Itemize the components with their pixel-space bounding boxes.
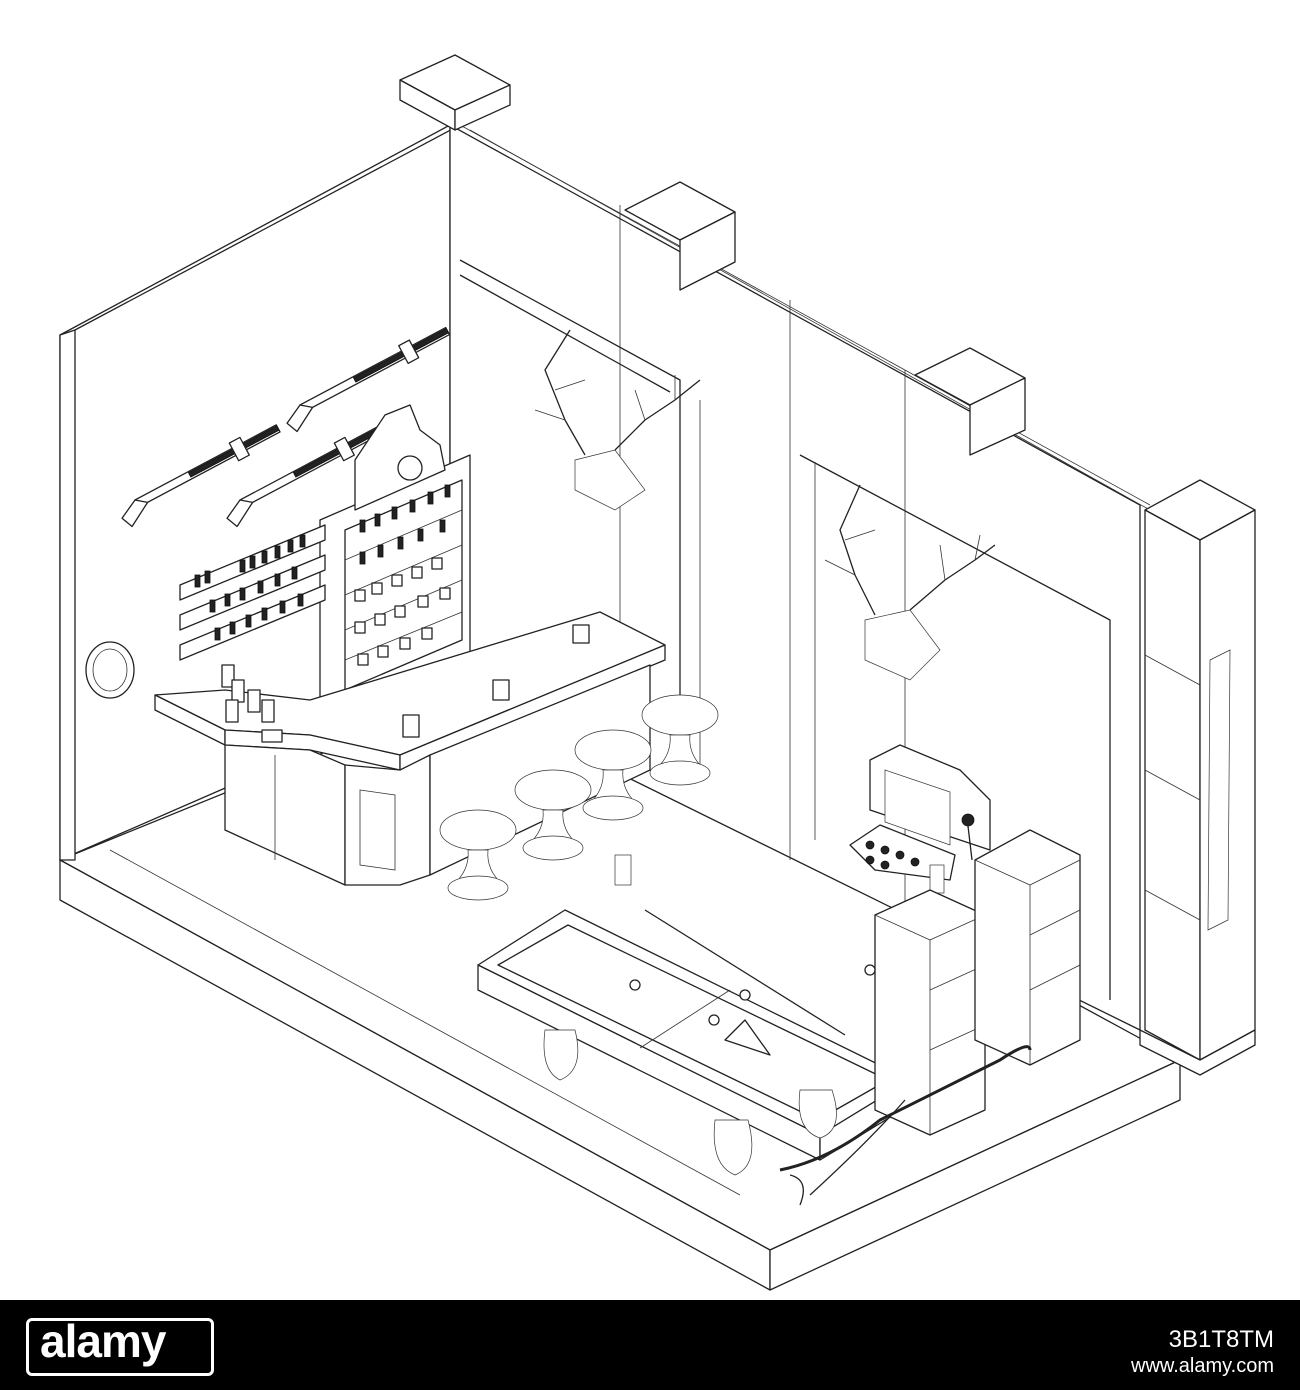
bar-stools bbox=[439, 694, 719, 901]
logo-text: alamy bbox=[40, 1315, 166, 1367]
image-id: 3B1T8TM bbox=[1168, 1326, 1274, 1353]
wall-rifles bbox=[121, 326, 451, 528]
pool-table bbox=[477, 854, 911, 1176]
wireframe-illustration bbox=[59, 54, 1256, 1291]
slot-machine bbox=[849, 744, 1081, 1136]
deer-heads bbox=[534, 329, 996, 681]
liquor-shelves bbox=[179, 404, 471, 721]
logo-frame bbox=[26, 1318, 214, 1376]
site-url: www.alamy.com bbox=[1131, 1355, 1274, 1377]
wall-clock bbox=[85, 641, 135, 699]
room-drawing bbox=[59, 54, 1256, 1291]
pillars bbox=[399, 54, 1256, 1076]
stock-footer-bar: alamy 3B1T8TM www.alamy.com bbox=[0, 1300, 1300, 1390]
alamy-logo: alamy bbox=[26, 1314, 214, 1376]
floor-whip bbox=[779, 1045, 1032, 1206]
